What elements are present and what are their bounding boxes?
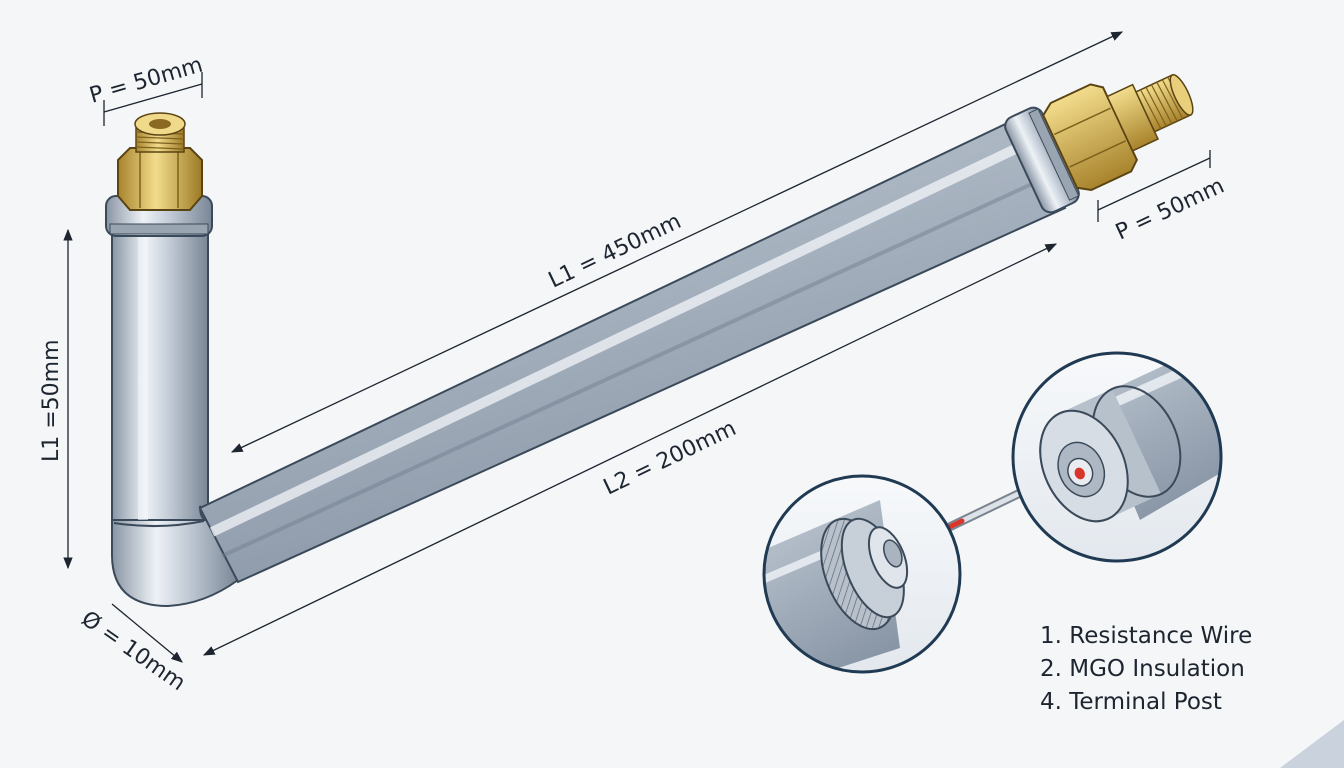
vertical-length-label: L1 =50mm (39, 339, 64, 462)
dimension-lines (63, 31, 1211, 663)
bottom-length-dimension-line (202, 243, 1058, 656)
legend-item-terminal-post: 4. Terminal Post (1040, 689, 1222, 715)
legend-item-resistance-wire: 1. Resistance Wire (1040, 623, 1253, 649)
insulation-detail-circle (1011, 351, 1223, 563)
diameter-dimension-line (111, 603, 183, 663)
bottom-length-label: L2 = 200mm (600, 416, 740, 500)
parts-legend: 1. Resistance Wire 2. MGO Insulation 4. … (1040, 620, 1252, 719)
vertical-tube-section (111, 224, 209, 526)
terminal-detail-circle (762, 474, 962, 674)
right-pitch-label: P = 50mm (1112, 174, 1228, 246)
top-length-label: L1 = 450mm (545, 209, 685, 293)
diameter-label: Ø = 10mm (77, 606, 190, 696)
legend-item-mgo-insulation: 2. MGO Insulation (1040, 656, 1245, 682)
corner-shade (1280, 720, 1344, 768)
left-terminal-fitting (105, 112, 213, 237)
left-hex-nut (117, 147, 203, 211)
right-terminal-fitting (1004, 73, 1194, 214)
